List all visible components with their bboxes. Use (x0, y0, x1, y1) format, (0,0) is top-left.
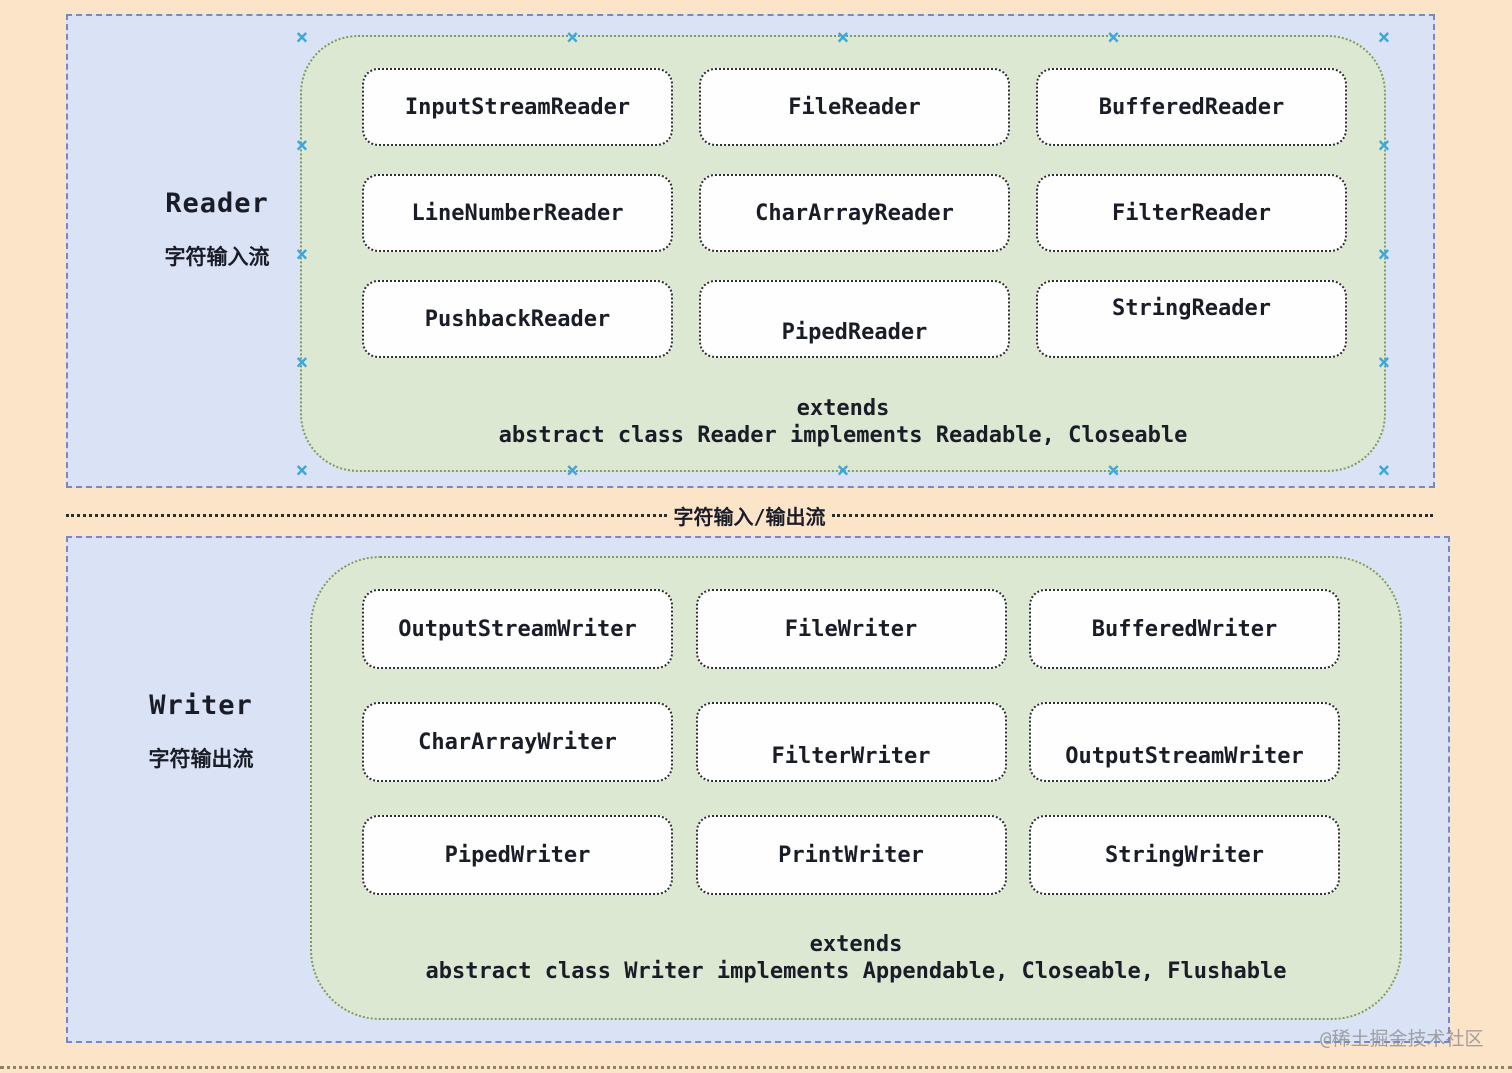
writer-panel[interactable]: Writer 字符输出流 OutputStreamWriter FileWrit… (66, 536, 1450, 1043)
abstract-class-line: abstract class Writer implements Appenda… (425, 959, 1287, 984)
class-card[interactable]: FilterReader (1036, 174, 1347, 252)
reader-extends-note: extends abstract class Reader implements… (302, 395, 1384, 449)
class-card[interactable]: CharArrayReader (699, 174, 1010, 252)
class-card[interactable]: CharArrayWriter (362, 702, 673, 782)
writer-subtitle: 字符输出流 (148, 747, 254, 771)
writer-row-3: PipedWriter PrintWriter StringWriter (362, 815, 1340, 895)
class-card[interactable]: BufferedWriter (1029, 589, 1340, 669)
class-card[interactable]: PushbackReader (362, 280, 673, 358)
reader-title: Reader (165, 188, 269, 219)
reader-panel-label: Reader 字符输入流 (98, 188, 336, 271)
extends-label: extends (796, 396, 890, 421)
reader-class-grid: InputStreamReader FileReader BufferedRea… (302, 37, 1384, 358)
class-card[interactable]: PrintWriter (695, 815, 1007, 895)
reader-group[interactable]: InputStreamReader FileReader BufferedRea… (295, 25, 1391, 482)
divider-line-left (66, 514, 668, 517)
writer-group[interactable]: OutputStreamWriter FileWriter BufferedWr… (310, 556, 1402, 1020)
writer-class-grid: OutputStreamWriter FileWriter BufferedWr… (312, 558, 1400, 895)
class-card[interactable]: OutputStreamWriter (362, 589, 673, 669)
reader-row-3: PushbackReader PipedReader StringReader (362, 280, 1347, 358)
class-card[interactable]: StringWriter (1029, 815, 1340, 895)
reader-row-2: LineNumberReader CharArrayReader FilterR… (362, 174, 1347, 252)
writer-row-2: CharArrayWriter FilterWriter OutputStrea… (362, 702, 1340, 782)
bottom-divider-line (0, 1066, 1512, 1069)
class-card[interactable]: FileReader (699, 68, 1010, 146)
class-card[interactable]: InputStreamReader (362, 68, 673, 146)
class-card[interactable]: PipedReader (699, 280, 1010, 358)
reader-panel[interactable]: Reader 字符输入流 InputStreamReader FileReade… (66, 14, 1435, 488)
reader-row-1: InputStreamReader FileReader BufferedRea… (362, 68, 1347, 146)
writer-title: Writer (149, 690, 253, 721)
abstract-class-line: abstract class Reader implements Readabl… (498, 423, 1188, 448)
watermark: @稀土掘金技术社区 (1320, 1028, 1484, 1050)
extends-label: extends (809, 932, 903, 957)
writer-panel-label: Writer 字符输出流 (82, 690, 320, 773)
writer-row-1: OutputStreamWriter FileWriter BufferedWr… (362, 589, 1340, 669)
divider-label: 字符输入/输出流 (673, 505, 826, 529)
class-card[interactable]: OutputStreamWriter (1029, 702, 1340, 782)
class-card[interactable]: BufferedReader (1036, 68, 1347, 146)
class-card[interactable]: FileWriter (695, 589, 1007, 669)
reader-subtitle: 字符输入流 (164, 245, 270, 269)
stream-type-divider: 字符输入/输出流 (66, 501, 1434, 530)
divider-line-right (831, 514, 1434, 517)
class-card[interactable]: PipedWriter (362, 815, 673, 895)
class-card[interactable]: FilterWriter (695, 702, 1007, 782)
writer-extends-note: extends abstract class Writer implements… (312, 931, 1400, 985)
class-card[interactable]: StringReader (1036, 280, 1347, 358)
class-card[interactable]: LineNumberReader (362, 174, 673, 252)
